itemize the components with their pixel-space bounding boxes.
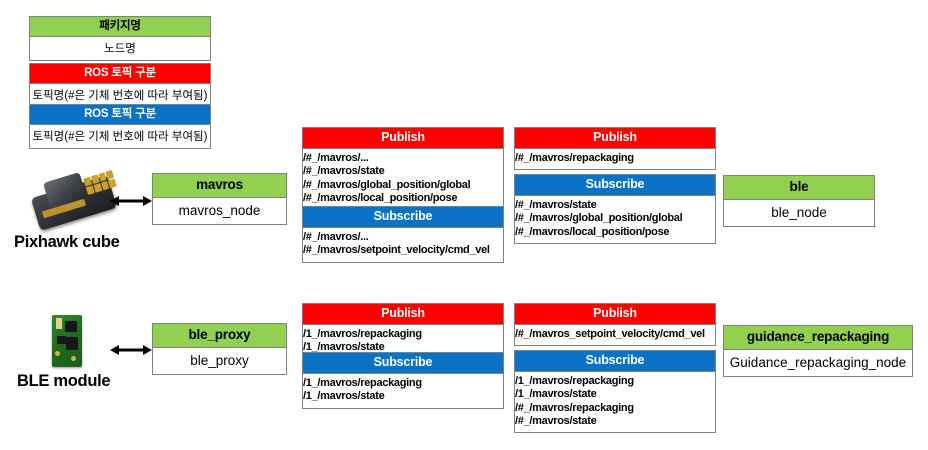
topic-item: /#_/mavros/setpoint_velocity/cmd_vel [303,244,490,257]
subscribe-box-mavros: Subscribe /#_/mavros/... /#_/mavros/setp… [302,206,504,263]
legend-node-header: 패키지명 [30,17,210,38]
topic-item: /#_/mavros/repackaging [515,401,634,414]
legend-node-box: 패키지명 노드명 [29,16,211,62]
publish-box-ble: Publish /#_/mavros/repackaging [514,127,716,171]
node-box-ble[interactable]: ble ble_node [723,175,875,228]
legend-publish-topic-box: ROS 토픽 구분 토픽명(#은 기체 번호에 따라 부여됨) [29,63,211,109]
publish-header: Publish [303,304,503,326]
topic-item: /#_/mavros/global_position/global [303,178,471,191]
publish-header: Publish [515,128,715,150]
pixhawk-to-mavros-arrow [110,196,152,206]
topic-item: /#_/mavros/repackaging [515,152,634,165]
node-mavros-package: mavros [153,174,286,199]
subscribe-topic-list: /1_/mavros/repackaging /1_/mavros/state [303,374,503,408]
topic-item: /#_/mavros/local_position/pose [303,191,458,204]
legend-publish-topic-body: 토픽명(#은 기체 번호에 따라 부여됨) [30,84,210,108]
subscribe-box-guidance: Subscribe /1_/mavros/repackaging /1_/mav… [514,350,716,433]
node-mavros-name: mavros_node [153,198,286,225]
subscribe-header: Subscribe [303,207,503,229]
node-box-ble-proxy[interactable]: ble_proxy ble_proxy [152,323,287,376]
node-guidance-name: Guidance_repackaging_node [724,350,912,377]
topic-item: /#_/mavros/... [303,231,369,244]
publish-box-mavros: Publish /#_/mavros/... /#_/mavros/state … [302,127,504,210]
legend-node-body: 노드명 [30,37,210,61]
topic-item: /#_/mavros/state [303,165,385,178]
subscribe-topic-list: /1_/mavros/repackaging /1_/mavros/state … [515,372,715,432]
legend-subscribe-topic-body: 토픽명(#은 기체 번호에 따라 부여됨) [30,125,210,149]
topic-item: /1_/mavros/state [515,388,597,401]
topic-item: /#_/mavros/global_position/global [515,212,683,225]
node-ble-name: ble_node [724,200,874,227]
subscribe-box-ble: Subscribe /#_/mavros/state /#_/mavros/gl… [514,174,716,244]
subscribe-header: Subscribe [515,175,715,197]
pixhawk-cube-label: Pixhawk cube [14,233,120,251]
publish-topic-list: /#_/mavros/... /#_/mavros/state /#_/mavr… [303,149,503,209]
topic-item: /#_/mavros/state [515,414,597,427]
publish-box-guidance: Publish /#_/mavros_setpoint_velocity/cmd… [514,303,716,347]
topic-item: /#_/mavros/... [303,152,369,165]
subscribe-box-ble-proxy: Subscribe /1_/mavros/repackaging /1_/mav… [302,352,504,409]
legend-publish-topic-header: ROS 토픽 구분 [30,64,210,85]
topic-item: /#_/mavros/local_position/pose [515,225,670,238]
ble-module-label: BLE module [17,372,111,390]
legend-subscribe-topic-box: ROS 토픽 구분 토픽명(#은 기체 번호에 따라 부여됨) [29,104,211,150]
node-ble-package: ble [724,176,874,201]
publish-topic-list: /#_/mavros/repackaging [515,149,715,170]
topic-item: /#_/mavros_setpoint_velocity/cmd_vel [515,328,705,341]
publish-topic-list: /#_/mavros_setpoint_velocity/cmd_vel [515,325,715,346]
node-guidance-package: guidance_repackaging [724,326,912,351]
topic-item: /#_/mavros/state [515,199,597,212]
node-box-mavros[interactable]: mavros mavros_node [152,173,287,226]
topic-item: /1_/mavros/state [303,341,385,354]
subscribe-topic-list: /#_/mavros/... /#_/mavros/setpoint_veloc… [303,228,503,262]
topic-item: /1_/mavros/repackaging [515,375,634,388]
publish-box-ble-proxy: Publish /1_/mavros/repackaging /1_/mavro… [302,303,504,360]
node-ble-proxy-package: ble_proxy [153,324,286,349]
ble-module-image [46,313,90,371]
topic-item: /1_/mavros/repackaging [303,328,422,341]
node-box-guidance-repackaging[interactable]: guidance_repackaging Guidance_repackagin… [723,325,913,378]
subscribe-topic-list: /#_/mavros/state /#_/mavros/global_posit… [515,196,715,243]
subscribe-header: Subscribe [515,351,715,373]
publish-header: Publish [303,128,503,150]
topic-item: /1_/mavros/state [303,390,385,403]
publish-header: Publish [515,304,715,326]
node-ble-proxy-name: ble_proxy [153,348,286,375]
ble-module-to-proxy-arrow [110,345,152,355]
subscribe-header: Subscribe [303,353,503,375]
legend-subscribe-topic-header: ROS 토픽 구분 [30,105,210,126]
topic-item: /1_/mavros/repackaging [303,377,422,390]
